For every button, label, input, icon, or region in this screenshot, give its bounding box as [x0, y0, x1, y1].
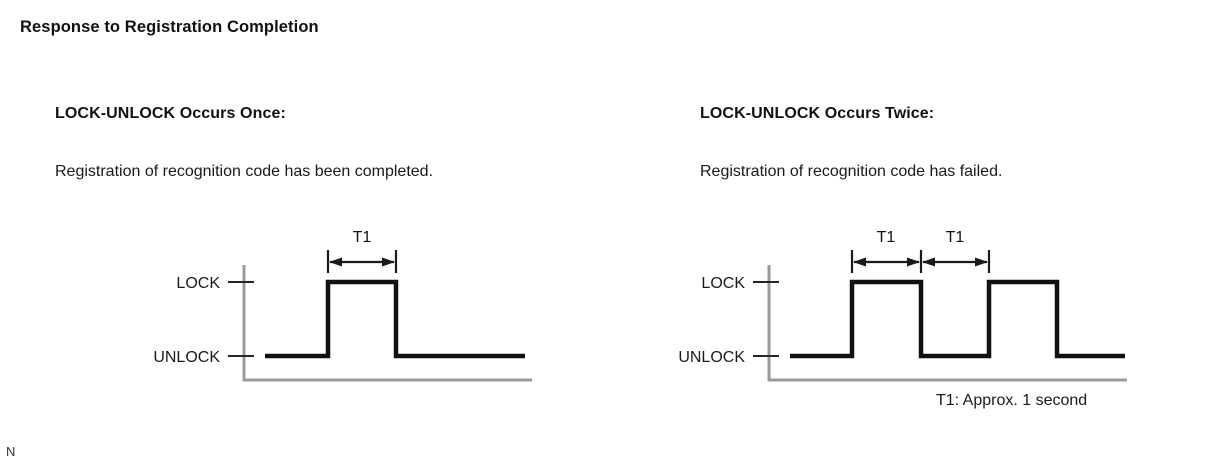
dimension-t1-first-twice: T1 [850, 229, 923, 273]
column-description-twice: Registration of recognition code has fai… [700, 163, 1003, 180]
dimension-t1-first-label: T1 [877, 229, 896, 246]
lock-label-twice: LOCK [701, 275, 745, 292]
chart-axes-twice [767, 265, 1127, 382]
page-corner-mark: N [6, 444, 16, 459]
column-heading-once: LOCK-UNLOCK Occurs Once: [55, 105, 286, 122]
timing-chart-once-svg: LOCK UNLOCK T1 [153, 229, 532, 382]
page-title: Response to Registration Completion [20, 18, 319, 36]
t1-footnote: T1: Approx. 1 second [936, 392, 1088, 409]
timing-chart-twice-svg: LOCK UNLOCK T1 T1 [678, 229, 1127, 382]
chart-axes-once [242, 265, 532, 382]
timing-diagram-twice: LOCK UNLOCK T1 T1 [640, 210, 1140, 390]
column-heading-twice: LOCK-UNLOCK Occurs Twice: [700, 105, 935, 122]
lock-label-once: LOCK [176, 275, 220, 292]
timing-diagram-once: LOCK UNLOCK T1 [120, 210, 540, 390]
column-description-once: Registration of recognition code has bee… [55, 163, 434, 180]
unlock-label-twice: UNLOCK [678, 349, 745, 366]
unlock-label-once: UNLOCK [153, 349, 220, 366]
dimension-t1-second-label: T1 [946, 229, 965, 246]
dimension-t1-second-twice: T1 [922, 229, 991, 273]
waveform-trace-twice [790, 279, 1125, 359]
dimension-t1-once: T1 [326, 229, 398, 273]
dimension-t1-once-label: T1 [353, 229, 372, 246]
waveform-trace-once [265, 279, 525, 359]
